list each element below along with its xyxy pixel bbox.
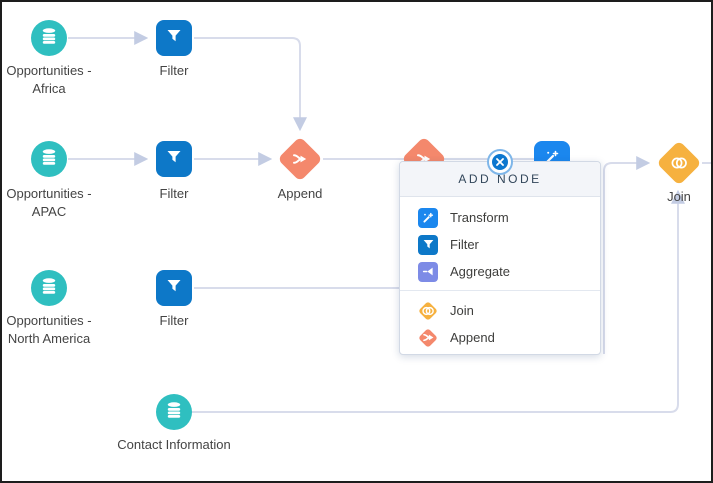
edge-filter-to-append-top <box>194 37 307 132</box>
node-label: Filter <box>159 313 189 328</box>
database-icon <box>39 26 59 51</box>
menu-item-transform[interactable]: Transform <box>400 204 600 231</box>
popup-section-row-operations: Transform Filter Aggregate <box>400 197 600 290</box>
filter-node-north-america[interactable] <box>156 270 192 306</box>
funnel-icon <box>418 234 438 255</box>
node-label: Join <box>667 189 691 204</box>
database-icon <box>39 147 59 172</box>
menu-item-label: Append <box>450 330 495 345</box>
filter-node-africa[interactable] <box>156 20 192 56</box>
filter-node-apac[interactable] <box>156 141 192 177</box>
close-button[interactable] <box>487 149 513 175</box>
database-icon <box>164 400 184 425</box>
edge-to-join-left <box>603 156 651 354</box>
dataset-node-opportunities-north-america[interactable] <box>31 270 67 306</box>
menu-item-filter[interactable]: Filter <box>400 231 600 258</box>
dataset-node-opportunities-africa[interactable] <box>31 20 67 56</box>
funnel-left-icon <box>418 261 438 282</box>
dataset-node-opportunities-apac[interactable] <box>31 141 67 177</box>
menu-item-label: Aggregate <box>450 264 510 279</box>
node-label: Append <box>277 186 323 201</box>
menu-item-label: Transform <box>450 210 509 225</box>
funnel-icon <box>164 26 184 51</box>
node-label: Opportunities - North America <box>6 313 92 346</box>
menu-item-label: Join <box>450 303 474 318</box>
menu-item-join[interactable]: Join <box>400 297 600 324</box>
node-label: Opportunities - APAC <box>6 186 92 219</box>
magic-wand-icon <box>542 147 562 172</box>
popup-section-multi-input: Join Append <box>400 290 600 357</box>
venn-circles-icon <box>656 140 702 186</box>
magic-wand-icon <box>418 207 438 228</box>
node-label: Filter <box>159 186 189 201</box>
funnel-icon <box>164 276 184 301</box>
edge-contact-to-join-bottom <box>190 189 685 413</box>
venn-circles-icon <box>418 300 438 321</box>
menu-item-aggregate[interactable]: Aggregate <box>400 258 600 285</box>
database-icon <box>39 276 59 301</box>
merge-arrows-icon <box>277 136 323 182</box>
menu-item-label: Filter <box>450 237 479 252</box>
node-label: Filter <box>159 63 189 78</box>
menu-item-append[interactable]: Append <box>400 324 600 351</box>
merge-arrows-icon <box>418 327 438 348</box>
funnel-icon <box>164 147 184 172</box>
node-label: Opportunities - Africa <box>6 63 92 96</box>
add-node-popup: ADD NODE Transform Filter Aggregate <box>399 149 601 357</box>
join-node[interactable] <box>656 140 702 186</box>
close-icon <box>492 154 508 170</box>
dataset-node-contact-information[interactable] <box>156 394 192 430</box>
node-label: Contact Information <box>117 437 231 452</box>
append-node[interactable] <box>277 136 323 182</box>
